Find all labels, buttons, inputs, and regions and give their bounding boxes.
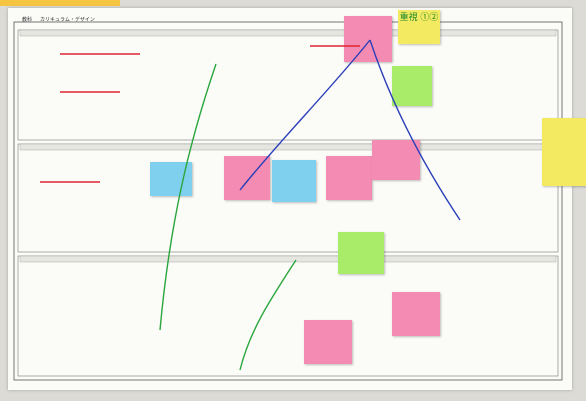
sticky-note	[304, 320, 352, 364]
header-subject-label: 教科	[22, 17, 33, 23]
corner-tab	[0, 0, 120, 6]
sticky-note	[392, 292, 440, 336]
sticky-note	[150, 162, 192, 196]
sticky-note	[542, 118, 586, 186]
sticky-note	[224, 156, 270, 200]
sticky-note	[326, 156, 372, 200]
sticky-note	[272, 160, 316, 202]
sticky-note	[344, 16, 392, 62]
sticky-note	[392, 66, 432, 106]
header-plan-label: カリキュラム・デザイン	[40, 17, 95, 23]
sticky-note	[338, 232, 384, 274]
sticky-note	[372, 140, 420, 180]
sticky-note-top-right: 重視 ①②	[398, 10, 440, 44]
